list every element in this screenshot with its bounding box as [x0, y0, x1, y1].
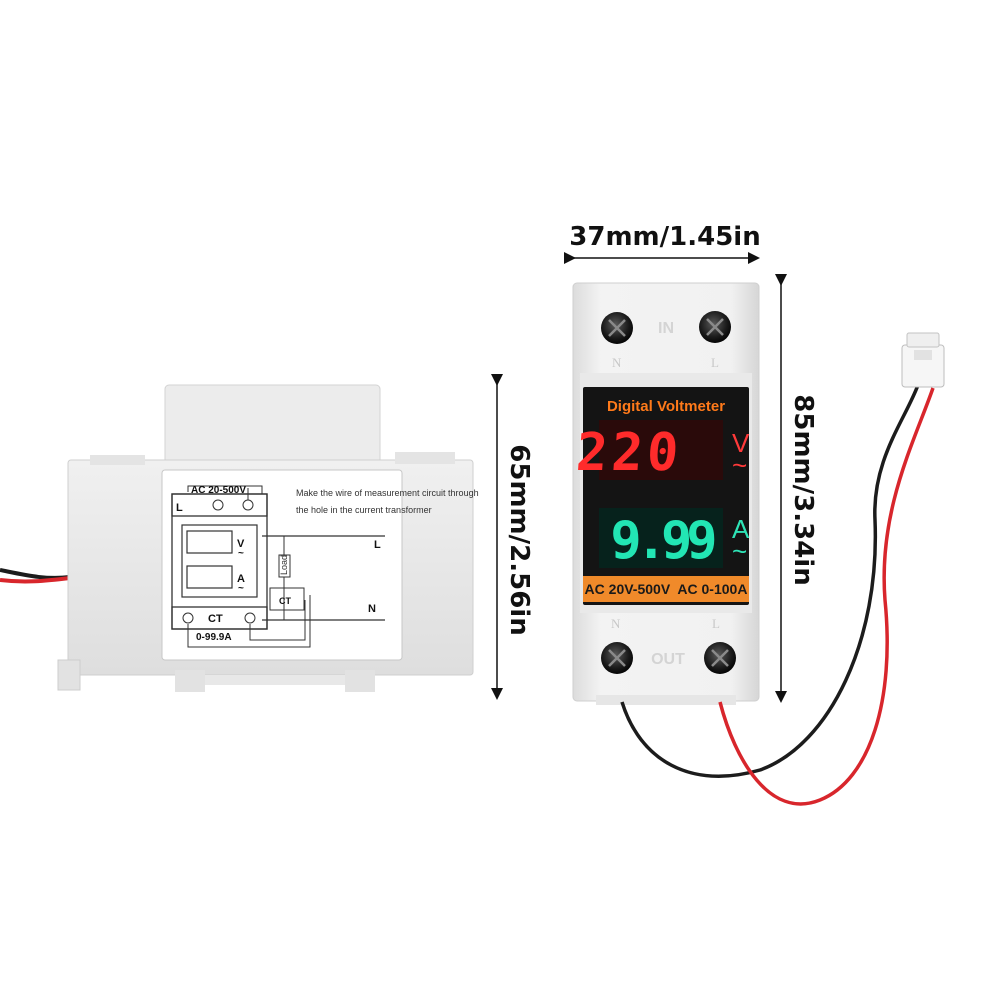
side-tilde-v: ~ [238, 548, 244, 559]
side-line-n: N [368, 603, 376, 615]
front-wire-red [718, 387, 935, 806]
top-emboss: IN [658, 320, 674, 337]
side-ct-box: CT [279, 596, 291, 606]
side-instruction-2: the hole in the current transformer [296, 505, 432, 515]
side-unit-v: V [237, 538, 245, 550]
side-view-device: AC 20-500V Make the wire of measurement … [0, 384, 479, 692]
wiring-diagram-label [161, 469, 403, 661]
side-voltage-range: AC 20-500V [191, 485, 246, 496]
panel-title: Digital Voltmeter [607, 398, 725, 415]
side-height-dimension: 65mm/2.56in [491, 374, 534, 700]
side-unit-a: A [237, 573, 245, 585]
range-strip [583, 576, 749, 602]
top-terminal-l: L [711, 355, 719, 370]
front-height-label: 85mm/3.34in [788, 394, 818, 585]
side-current-range: 0-99.9A [196, 632, 232, 643]
front-width-label: 37mm/1.45in [569, 222, 760, 252]
side-load: Load [279, 555, 289, 575]
side-instruction-1: Make the wire of measurement circuit thr… [296, 488, 479, 498]
front-height-dimension: 85mm/3.34in [775, 274, 818, 703]
bottom-terminal-n: N [611, 616, 621, 631]
voltage-unit: V [732, 428, 750, 458]
display-panel [583, 387, 749, 605]
front-width-dimension: 37mm/1.45in [564, 222, 761, 264]
current-reading: 9.99 [610, 511, 714, 571]
current-unit: A [732, 514, 750, 544]
voltage-tilde: ~ [732, 450, 747, 480]
wire-connector [901, 332, 945, 388]
side-wire-red [0, 576, 71, 584]
front-view-device: IN N L Digital Voltmeter 220 V ~ 9.99 A … [572, 282, 945, 806]
side-wire-black [0, 568, 71, 580]
range-text: AC 20V-500V AC 0-100A [585, 581, 748, 597]
bottom-terminal-l: L [712, 616, 720, 631]
top-terminal-n: N [612, 355, 622, 370]
side-tilde-a: ~ [238, 583, 244, 594]
front-wire-black [620, 384, 920, 778]
voltage-reading: 220 [574, 423, 684, 483]
bottom-emboss: OUT [651, 651, 685, 668]
current-tilde: ~ [732, 536, 747, 566]
side-height-label: 65mm/2.56in [504, 444, 534, 635]
side-ct-label: CT [208, 613, 223, 625]
side-line-l: L [374, 539, 381, 551]
side-terminal-l: L [176, 502, 183, 514]
